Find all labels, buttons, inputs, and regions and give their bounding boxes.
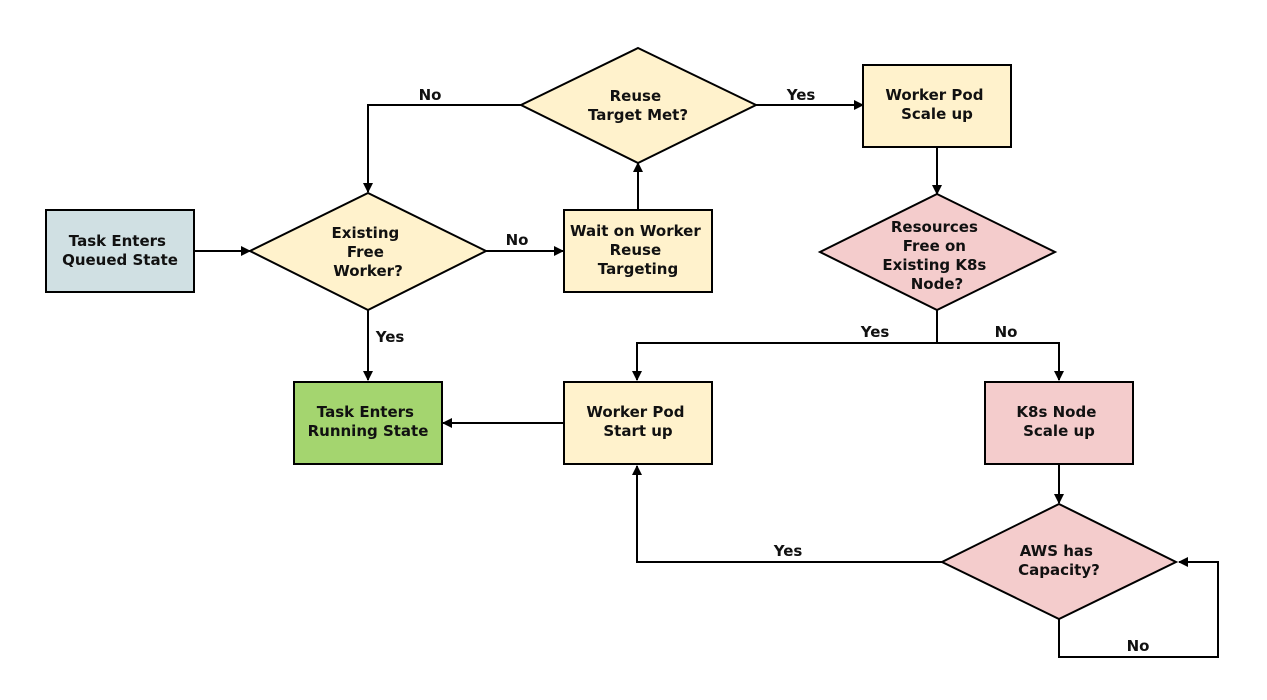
edge-aws-no-loop: [1058, 557, 1219, 658]
edge-label-resources-no: No: [995, 323, 1018, 341]
node-label-line: Wait on Worker: [570, 222, 701, 240]
node-label-line: AWS has: [1020, 542, 1093, 560]
node-worker-pod-scale-up: Worker Pod Scale up: [862, 64, 1012, 148]
node-label: AWS has Capacity?: [1018, 542, 1100, 579]
node-label-line: Worker Pod: [885, 86, 983, 104]
node-label: Task Enters Queued State: [62, 232, 178, 269]
node-existing-free-worker: Existing Free Worker?: [247, 191, 489, 312]
process-box: [984, 381, 1134, 465]
edge-reuse-no: [363, 104, 521, 193]
node-label-line: Running State: [308, 422, 429, 440]
node-label-line: Capacity?: [1018, 561, 1100, 579]
node-label: Reuse Target Met?: [588, 87, 688, 124]
edge-label-free-worker-yes: Yes: [375, 328, 405, 346]
node-label-line: Target Met?: [588, 106, 688, 124]
node-label-line: Existing: [332, 224, 400, 242]
edge-label-reuse-no: No: [419, 86, 442, 104]
edge-label-aws-no: No: [1127, 637, 1150, 655]
edge-label-free-worker-no: No: [506, 231, 529, 249]
node-label-line: Targeting: [598, 260, 678, 278]
process-box: [45, 209, 195, 293]
node-label-line: Scale up: [1023, 422, 1095, 440]
process-box: [862, 64, 1012, 148]
decision-diamond: [939, 502, 1179, 621]
decision-diamond: [518, 46, 759, 165]
node-label-line: Existing K8s: [882, 256, 986, 274]
edges: [194, 100, 1219, 658]
node-label-line: Scale up: [901, 105, 973, 123]
edge-aws-yes: [632, 465, 942, 563]
node-label-line: Start up: [603, 422, 673, 440]
process-box: [293, 381, 443, 465]
node-label-line: Node?: [911, 275, 963, 293]
node-aws-has-capacity: AWS has Capacity?: [939, 502, 1179, 621]
node-label: Existing Free Worker?: [332, 224, 405, 280]
node-label: Worker Pod Start up: [586, 403, 689, 440]
node-wait-on-worker: Wait on Worker Reuse Targeting: [563, 209, 713, 293]
edge-resources-no: [937, 342, 1064, 381]
node-label: Task Enters Running State: [308, 403, 429, 440]
node-resources-free: Resources Free on Existing K8s Node?: [817, 192, 1058, 312]
node-worker-pod-start-up: Worker Pod Start up: [563, 381, 713, 465]
node-label-line: K8s Node: [1016, 403, 1096, 421]
edge-label-resources-yes: Yes: [860, 323, 890, 341]
edge-resources-yes: [632, 310, 938, 381]
node-label-line: Reuse: [610, 87, 662, 105]
node-k8s-node-scale-up: K8s Node Scale up: [984, 381, 1134, 465]
edge-label-aws-yes: Yes: [773, 542, 803, 560]
node-label: K8s Node Scale up: [1016, 403, 1101, 440]
node-task-enters-running: Task Enters Running State: [293, 381, 443, 465]
edge-label-reuse-yes: Yes: [786, 86, 816, 104]
process-box: [563, 209, 713, 293]
node-label: Worker Pod Scale up: [885, 86, 988, 123]
decision-diamond: [817, 192, 1058, 312]
node-label: Wait on Worker Reuse Targeting: [570, 222, 706, 278]
node-reuse-target-met: Reuse Target Met?: [518, 46, 759, 165]
process-box: [563, 381, 713, 465]
node-label-line: Task Enters: [69, 232, 166, 250]
nodes: Task Enters Queued State Existing Free W…: [45, 46, 1179, 621]
edge-labels: No Yes No Yes Yes No Yes No: [375, 86, 1150, 655]
node-label: Resources Free on Existing K8s Node?: [882, 218, 991, 293]
node-label-line: Reuse: [610, 241, 662, 259]
node-task-enters-queued: Task Enters Queued State: [45, 209, 195, 293]
node-label-line: Worker?: [333, 262, 403, 280]
node-label-line: Free on: [903, 237, 966, 255]
node-label-line: Free: [347, 243, 384, 261]
node-label-line: Resources: [891, 218, 978, 236]
node-label-line: Task Enters: [317, 403, 414, 421]
node-label-line: Worker Pod: [586, 403, 684, 421]
decision-diamond: [247, 191, 489, 312]
node-label-line: Queued State: [62, 251, 178, 269]
